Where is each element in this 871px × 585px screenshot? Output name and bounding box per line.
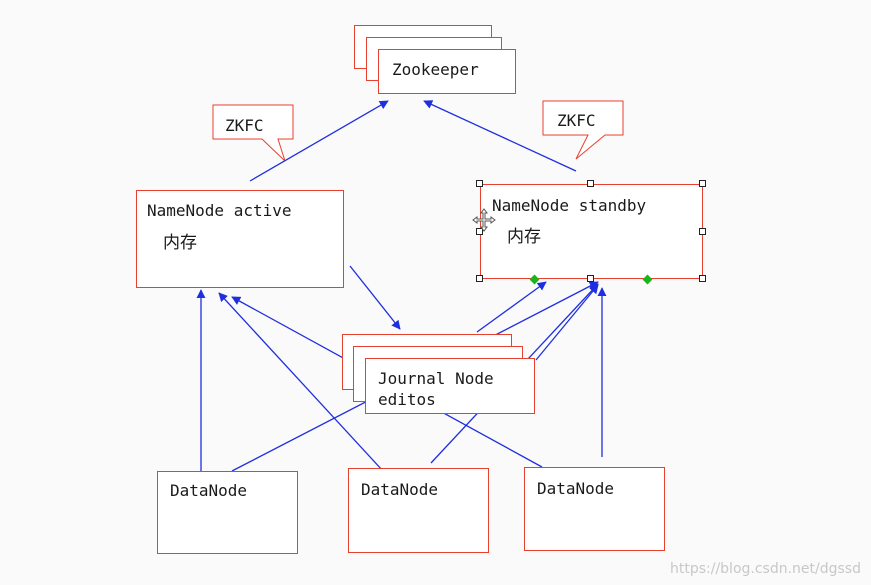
resize-handle-top-left[interactable]: [476, 180, 483, 187]
arrow-active-to-journal: [349, 265, 401, 330]
datanode-box-2: [348, 468, 489, 553]
resize-handle-top-center[interactable]: [587, 180, 594, 187]
zkfc-left-callout: [212, 104, 294, 162]
namenode-standby-memory: 内存: [507, 227, 541, 247]
watermark: https://blog.csdn.net/dgssd: [669, 561, 861, 577]
datanode-label-2: DataNode: [361, 480, 439, 499]
resize-handle-top-right[interactable]: [699, 180, 706, 187]
zkfc-left-label: ZKFC: [225, 116, 264, 135]
journal-node-label: Journal Node: [378, 369, 494, 388]
datanode-box-1: [157, 471, 298, 554]
resize-handle-middle-left[interactable]: [476, 228, 483, 235]
zkfc-right-callout: [542, 100, 624, 160]
datanode-box-3: [524, 467, 665, 551]
namenode-active-title: NameNode active: [147, 201, 292, 220]
arrow-journal-to-standby: [476, 281, 547, 333]
arrow-standby-to-zookeeper: [423, 100, 577, 172]
arrow-datanode2-to-active: [218, 292, 384, 472]
resize-handle-bottom-right[interactable]: [699, 275, 706, 282]
zkfc-right-label: ZKFC: [557, 111, 596, 130]
resize-handle-middle-right[interactable]: [699, 228, 706, 235]
namenode-active-memory: 内存: [163, 233, 197, 253]
zookeeper-box: [378, 49, 516, 94]
resize-handle-bottom-left[interactable]: [476, 275, 483, 282]
move-cursor-icon: [472, 208, 496, 232]
arrow-active-to-zookeeper: [249, 100, 389, 182]
namenode-standby-title: NameNode standby: [492, 196, 647, 215]
datanode-label-3: DataNode: [537, 479, 615, 498]
zookeeper-label: Zookeeper: [392, 60, 479, 79]
namenode-active-box: [136, 190, 344, 288]
datanode-label-1: DataNode: [170, 481, 248, 500]
resize-handle-bottom-center[interactable]: [587, 275, 594, 282]
journal-node-editlog: editos: [378, 390, 436, 409]
journal-node-box: [365, 358, 535, 414]
arrow-datanode3-to-standby-a: [535, 284, 599, 361]
